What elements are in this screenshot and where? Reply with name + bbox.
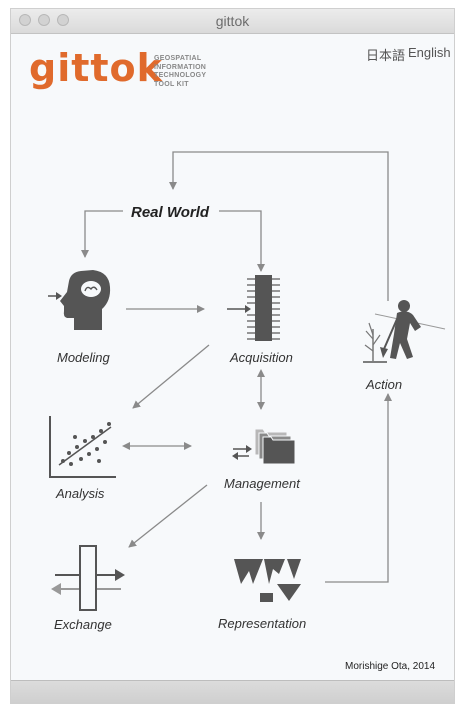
chip-icon xyxy=(227,275,280,341)
real-world-label: Real World xyxy=(131,204,210,221)
logo-tagline: GEOSPATIAL INFORMATION TECHNOLOGY TOOL K… xyxy=(154,55,207,88)
folders-icon xyxy=(232,428,296,465)
zoom-window-button[interactable] xyxy=(57,14,69,26)
exchange-icon xyxy=(51,545,125,611)
modeling-label: Modeling xyxy=(57,350,110,365)
person-planting-tree-icon xyxy=(363,300,446,363)
window-title: gittok xyxy=(215,13,250,29)
representation-label: Representation xyxy=(218,616,307,631)
action-label: Action xyxy=(366,377,403,392)
arrow-acquisition-to-analysis xyxy=(132,344,210,409)
arrow-realworld-to-acquisition xyxy=(219,210,265,272)
arrow-management-to-exchange xyxy=(128,484,208,548)
language-english-link[interactable]: English xyxy=(408,45,451,60)
minimize-window-button[interactable] xyxy=(38,14,50,26)
credit-text: Morishige Ota, 2014 xyxy=(345,661,436,672)
exchange-label: Exchange xyxy=(54,617,112,632)
map-icon xyxy=(234,559,301,602)
title-bar: gittok xyxy=(11,9,454,34)
bottom-bar xyxy=(11,680,454,703)
diagram-arrows xyxy=(81,151,392,583)
workflow-diagram xyxy=(48,151,446,611)
arrow-representation-to-action xyxy=(325,393,392,583)
analysis-label: Analysis xyxy=(56,486,105,501)
language-japanese-link[interactable]: 日本語 xyxy=(366,48,406,63)
arrow-action-to-realworld xyxy=(169,151,389,301)
close-window-button[interactable] xyxy=(19,14,31,26)
management-label: Management xyxy=(224,476,300,491)
scatter-plot-icon xyxy=(49,416,116,478)
acquisition-label: Acquisition xyxy=(230,350,293,365)
gittok-logo: gittok xyxy=(29,46,163,90)
arrow-realworld-to-modeling xyxy=(81,210,123,258)
head-brain-icon xyxy=(48,270,111,330)
app-window: gittok 日本語 English gittok GEOSPATIAL INF… xyxy=(10,8,455,704)
